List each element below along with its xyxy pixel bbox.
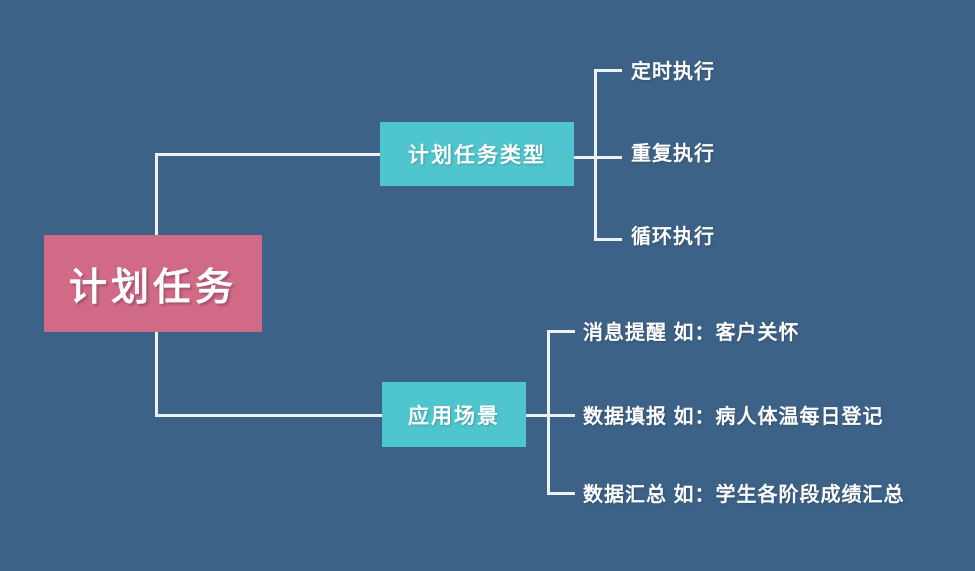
leaf-text: 消息提醒 如：客户关怀 — [583, 322, 800, 344]
branch-2-leaf-1-connector — [547, 330, 575, 333]
leaf-text: 数据填报 如：病人体温每日登记 — [583, 406, 884, 428]
root-node-scheduled-task[interactable]: 计划任务 — [44, 235, 262, 332]
leaf-label-data-entry[interactable]: 数据填报 如：病人体温每日登记 — [583, 407, 884, 427]
branch-node-application-scenario-label: 应用场景 — [408, 404, 500, 428]
branch-1-leaf-2-connector — [594, 156, 622, 159]
leaf-label-repeat-execution[interactable]: 重复执行 — [631, 144, 715, 164]
branch-2-leaf-2-connector — [547, 414, 575, 417]
leaf-label-cyclic-execution[interactable]: 循环执行 — [631, 227, 715, 247]
branch-1-bracket-spine — [594, 69, 597, 241]
branch-2-stub-line — [526, 414, 550, 417]
leaf-text: 定时执行 — [631, 61, 715, 83]
leaf-label-timed-execution[interactable]: 定时执行 — [631, 62, 715, 82]
leaf-label-data-summary[interactable]: 数据汇总 如：学生各阶段成绩汇总 — [583, 485, 905, 505]
branch-1-leaf-3-connector — [594, 238, 622, 241]
branch-2-leaf-3-connector — [547, 492, 575, 495]
branch-1-leaf-1-connector — [594, 69, 622, 72]
trunk-arm-to-branch-1 — [155, 153, 383, 156]
leaf-text: 数据汇总 如：学生各阶段成绩汇总 — [583, 484, 905, 506]
root-node-label: 计划任务 — [68, 267, 237, 309]
leaf-text: 循环执行 — [631, 226, 715, 248]
trunk-arm-to-branch-2 — [155, 414, 385, 417]
branch-2-bracket-spine — [547, 330, 550, 495]
branch-1-stub-line — [574, 156, 597, 159]
leaf-label-message-reminder[interactable]: 消息提醒 如：客户关怀 — [583, 323, 800, 343]
leaf-text: 重复执行 — [631, 143, 715, 165]
branch-node-application-scenario[interactable]: 应用场景 — [382, 382, 526, 447]
branch-node-task-type-label: 计划任务类型 — [408, 144, 546, 167]
branch-node-task-type[interactable]: 计划任务类型 — [380, 122, 574, 186]
